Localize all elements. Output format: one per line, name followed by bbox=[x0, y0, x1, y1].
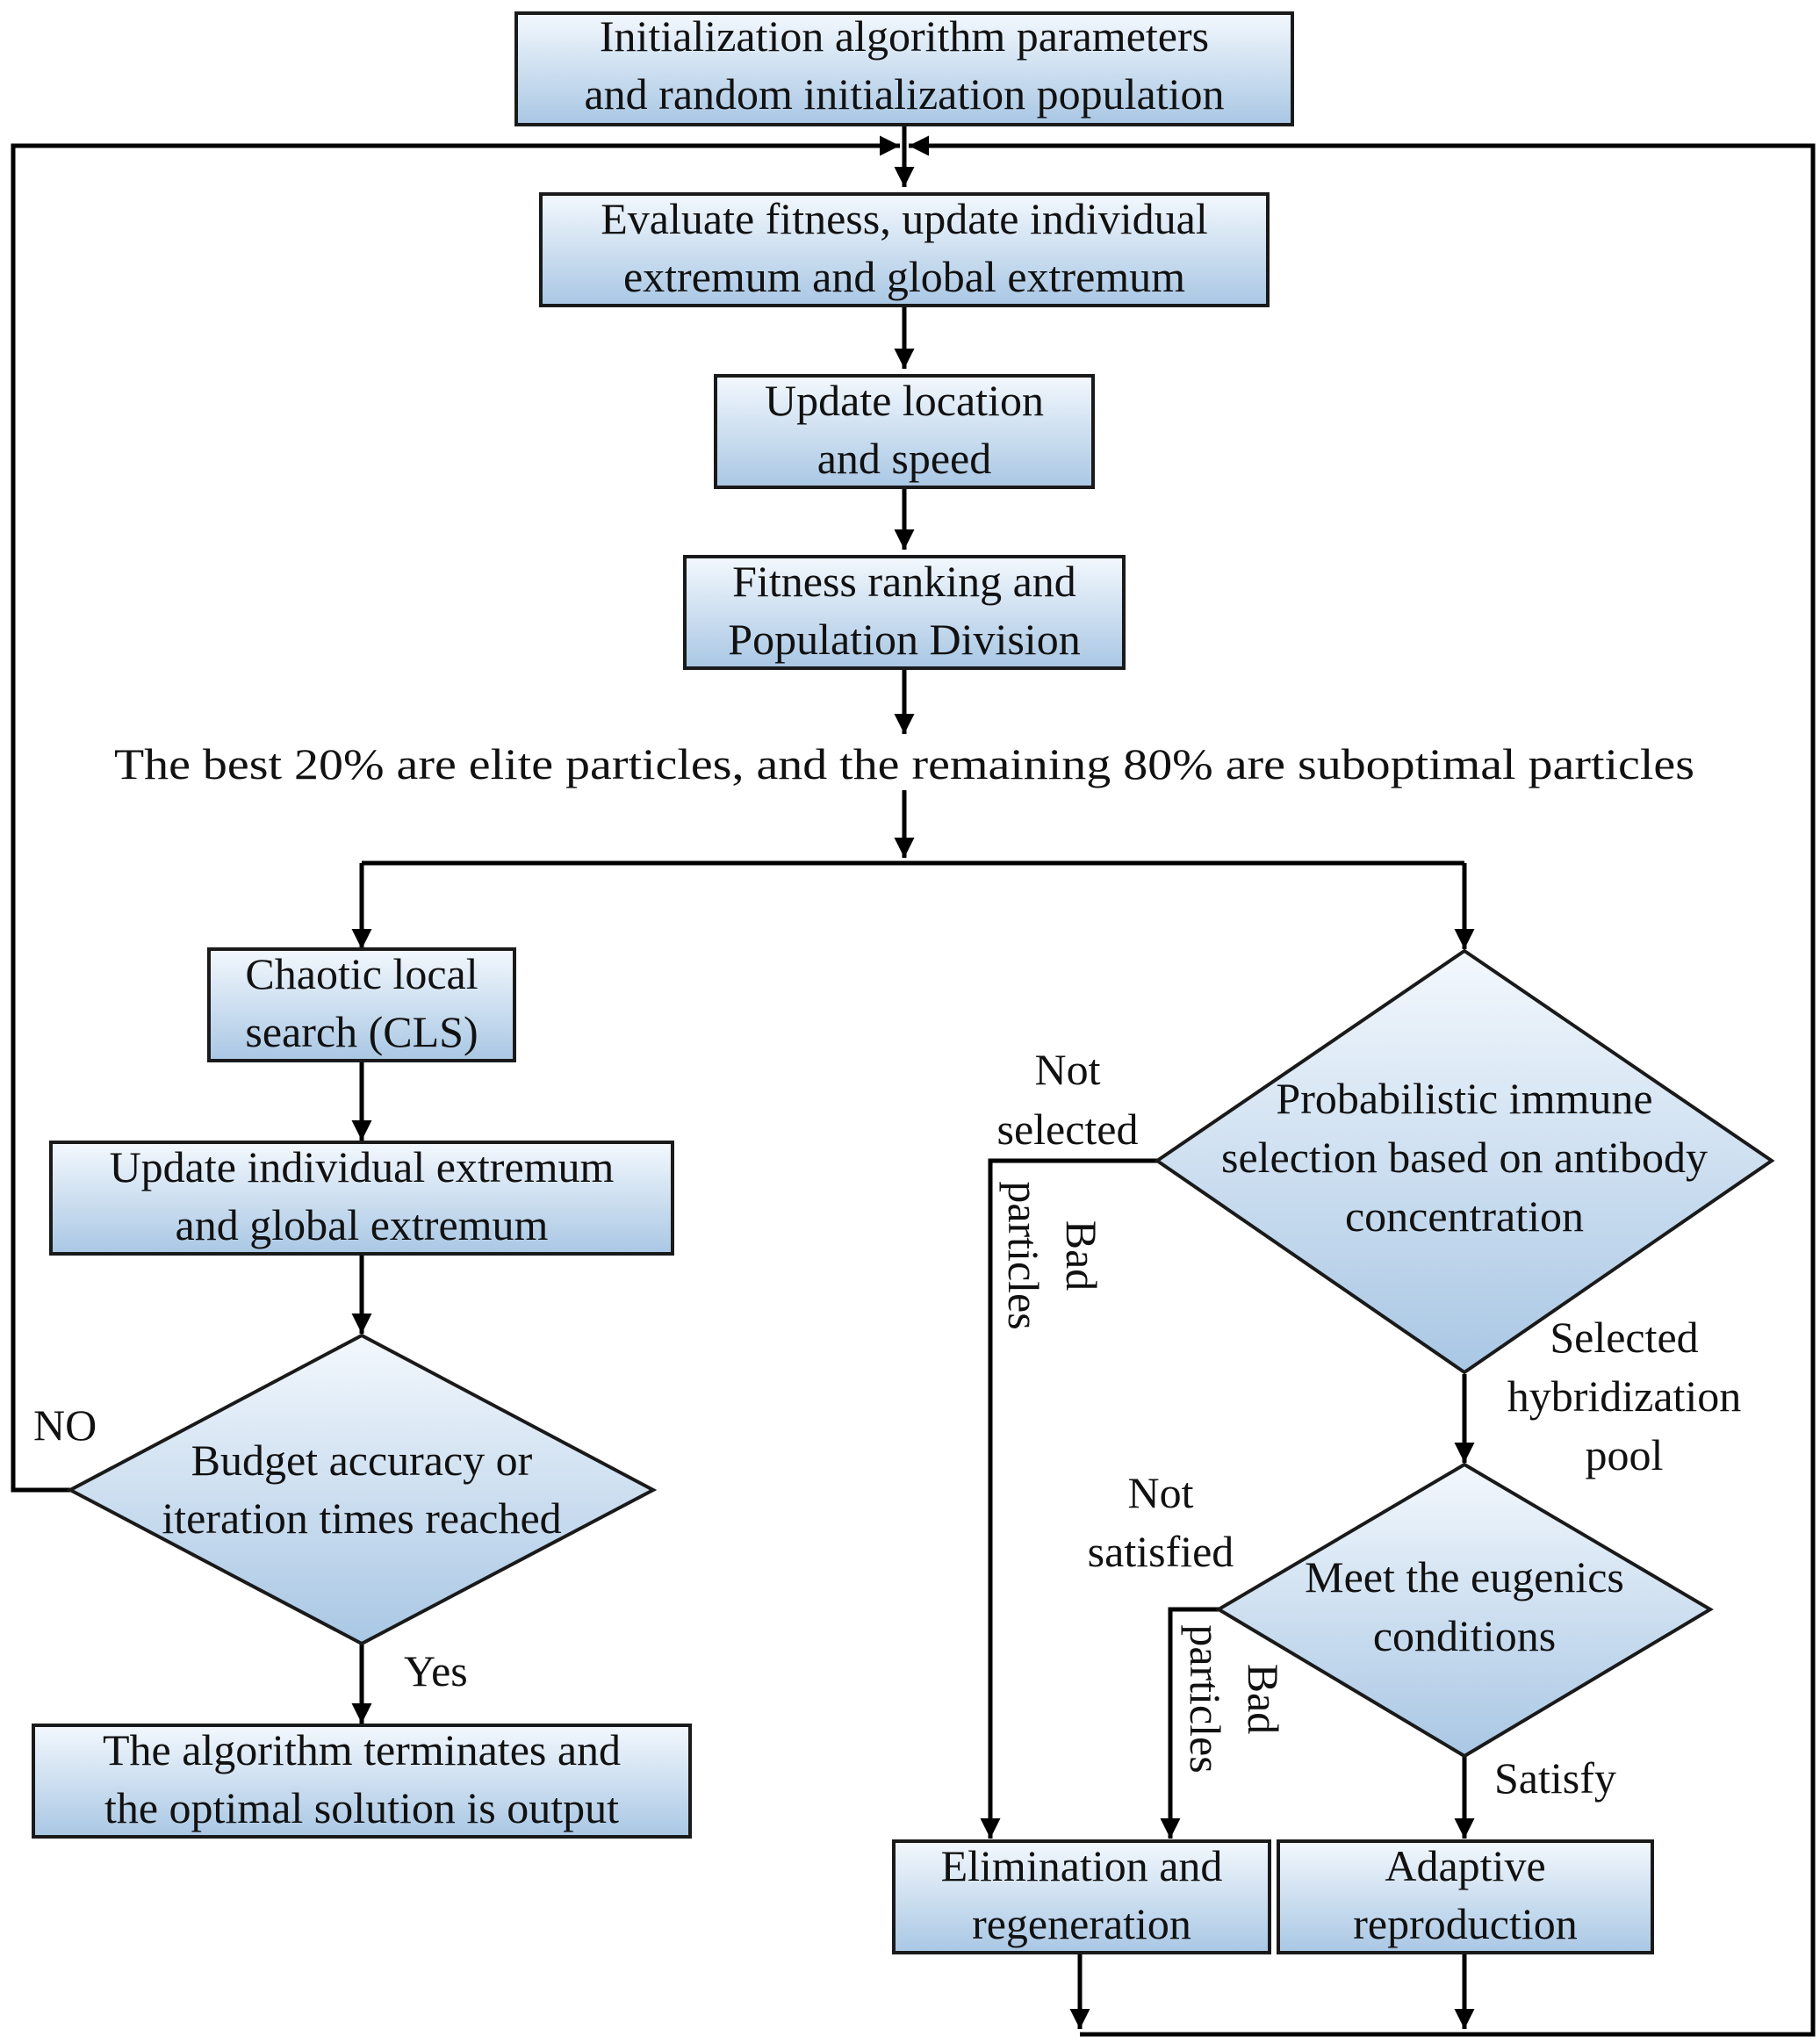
init-line-1: Initialization algorithm parameters bbox=[600, 11, 1209, 61]
evaluate-box: Evaluate fitness, update individual extr… bbox=[539, 192, 1270, 307]
terminate-line-1: The algorithm terminates and bbox=[103, 1725, 621, 1774]
immune-line-1: Probabilistic immune bbox=[1276, 1074, 1652, 1123]
update-location-box: Update location and speed bbox=[714, 374, 1095, 489]
label-bad-particles-2: Bad particles bbox=[1181, 1624, 1288, 1773]
update-extremum-line-1: Update individual extremum bbox=[110, 1142, 615, 1191]
label-not-selected-1: Not bbox=[1035, 1045, 1101, 1094]
evaluate-line-2: extremum and global extremum bbox=[623, 252, 1185, 301]
elimination-line-2: regeneration bbox=[972, 1899, 1191, 1948]
budget-line-2: iteration times reached bbox=[162, 1493, 561, 1543]
label-satisfy: Satisfy bbox=[1494, 1753, 1616, 1803]
label-bad-particles-1-a: Bad bbox=[1057, 1220, 1106, 1292]
elimination-line-1: Elimination and bbox=[941, 1841, 1223, 1890]
terminate-box: The algorithm terminates and the optimal… bbox=[32, 1724, 692, 1839]
adaptive-line-2: reproduction bbox=[1353, 1899, 1577, 1948]
label-selected-2: hybridization bbox=[1507, 1371, 1742, 1421]
evaluate-line-1: Evaluate fitness, update individual bbox=[601, 194, 1207, 243]
adaptive-line-1: Adaptive bbox=[1385, 1841, 1545, 1890]
budget-diamond: Budget accuracy or iteration times reach… bbox=[66, 1333, 658, 1646]
ranking-line-1: Fitness ranking and bbox=[732, 557, 1076, 606]
ranking-box: Fitness ranking and Population Division bbox=[683, 555, 1126, 670]
split-text: The best 20% are elite particles, and th… bbox=[114, 739, 1694, 788]
update-location-line-1: Update location bbox=[765, 376, 1044, 425]
eugenics-line-2: conditions bbox=[1373, 1611, 1556, 1660]
loop-return bbox=[909, 135, 1816, 2037]
eugenics-diamond: Meet the eugenics conditions bbox=[1215, 1462, 1714, 1759]
arrow-immune-elimination bbox=[980, 1158, 1157, 1839]
label-not-selected-2: selected bbox=[996, 1105, 1138, 1154]
immune-line-2: selection based on antibody bbox=[1221, 1133, 1708, 1182]
label-no: NO bbox=[33, 1400, 97, 1450]
elimination-box: Elimination and regeneration bbox=[892, 1839, 1271, 1954]
label-not-satisfied-2: satisfied bbox=[1088, 1527, 1234, 1576]
label-bad-particles-1-b: particles bbox=[999, 1181, 1048, 1329]
init-box: Initialization algorithm parameters and … bbox=[514, 11, 1294, 126]
label-selected-3: pool bbox=[1586, 1430, 1664, 1479]
cls-box: Chaotic local search (CLS) bbox=[207, 947, 516, 1062]
update-extremum-box: Update individual extremum and global ex… bbox=[49, 1141, 674, 1256]
update-location-line-2: and speed bbox=[817, 434, 992, 483]
arrow-eugenics-elimination bbox=[1160, 1607, 1219, 1839]
cls-line-1: Chaotic local bbox=[245, 949, 478, 998]
terminate-line-2: the optimal solution is output bbox=[104, 1783, 619, 1832]
eugenics-line-1: Meet the eugenics bbox=[1305, 1552, 1624, 1601]
immune-line-3: concentration bbox=[1345, 1191, 1584, 1241]
label-yes: Yes bbox=[404, 1646, 468, 1695]
connectors bbox=[11, 125, 1816, 2037]
update-extremum-line-2: and global extremum bbox=[176, 1200, 549, 1249]
adaptive-box: Adaptive reproduction bbox=[1277, 1839, 1654, 1954]
cls-line-2: search (CLS) bbox=[245, 1007, 478, 1056]
label-bad-particles-1: Bad particles bbox=[999, 1181, 1106, 1329]
label-bad-particles-2-b: particles bbox=[1181, 1624, 1230, 1773]
budget-line-1: Budget accuracy or bbox=[191, 1436, 533, 1485]
label-selected-1: Selected bbox=[1550, 1313, 1698, 1362]
loop-no bbox=[11, 135, 900, 1493]
immune-diamond: Probabilistic immune selection based on … bbox=[1154, 948, 1775, 1375]
ranking-line-2: Population Division bbox=[728, 615, 1080, 664]
label-not-satisfied-1: Not bbox=[1128, 1468, 1194, 1517]
label-bad-particles-2-a: Bad bbox=[1239, 1664, 1288, 1735]
init-line-2: and random initialization population bbox=[584, 69, 1224, 119]
